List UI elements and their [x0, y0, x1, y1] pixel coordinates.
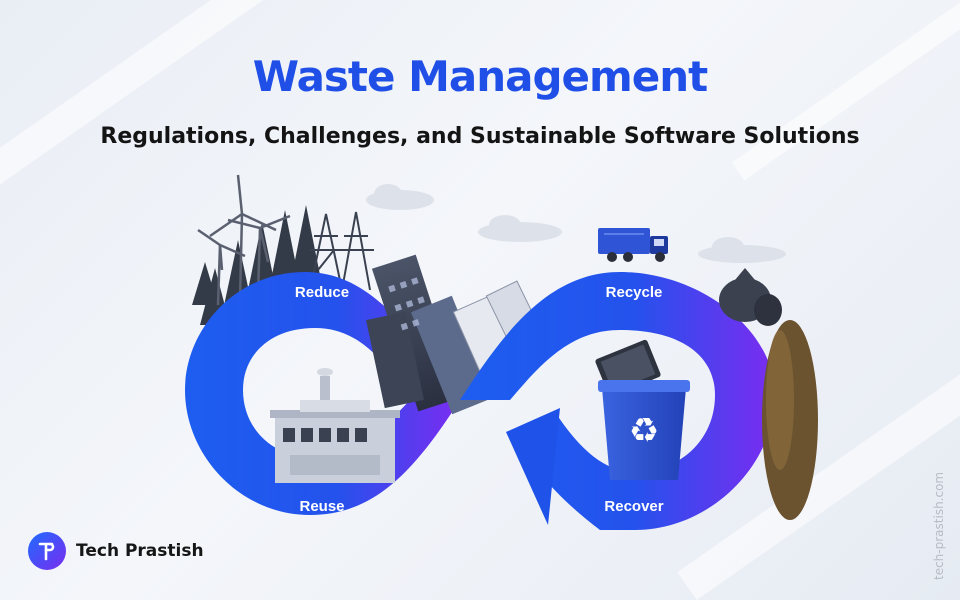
factory-icon [270, 368, 400, 483]
brand-name: Tech Prastish [76, 541, 204, 561]
power-tower-icon [309, 211, 374, 291]
recycle-bin-icon: ♻ [598, 380, 690, 480]
wind-turbine-icon [197, 174, 291, 306]
loop-label-recover: Recover [604, 498, 664, 515]
page-subtitle: Regulations, Challenges, and Sustainable… [100, 124, 860, 149]
loop-arrow-icon [506, 408, 560, 525]
svg-text:♻: ♻ [629, 411, 659, 451]
loop-label-recycle: Recycle [605, 284, 663, 301]
watermark-url: tech-prastish.com [932, 471, 946, 580]
loop-label-reuse: Reuse [299, 498, 345, 515]
loop-label-reduce: Reduce [294, 284, 350, 301]
tp-monogram-icon [28, 532, 66, 570]
page-title: Waste Management [252, 52, 709, 101]
brand-block[interactable]: Tech Prastish [28, 532, 204, 570]
truck-icon [598, 228, 668, 262]
garbage-bag-icon [719, 268, 782, 326]
garbage-heap-icon [762, 320, 818, 520]
